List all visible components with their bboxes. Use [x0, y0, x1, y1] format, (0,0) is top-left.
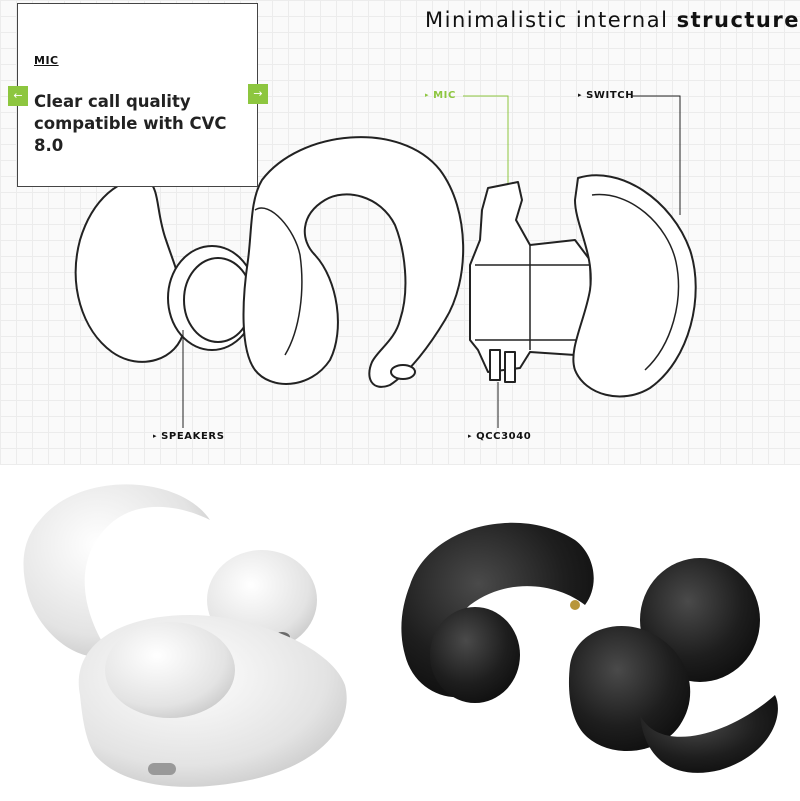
leader-switch: [632, 95, 681, 215]
speaker-driver: [167, 245, 257, 351]
prev-arrow-icon[interactable]: ←: [8, 86, 28, 106]
callout-mic: ▸MIC: [425, 90, 456, 101]
black-earbud-photo: [401, 522, 778, 773]
outer-shell-left: [74, 178, 187, 363]
callout-speakers: ▸SPEAKERS: [153, 431, 225, 442]
callout-qcc3040: ▸QCC3040: [468, 431, 532, 442]
white-earbud-photo: [23, 484, 347, 787]
exploded-earbud-diagram: [74, 95, 697, 428]
callout-switch: ▸SWITCH: [578, 90, 635, 101]
mic-chip-module: [469, 181, 593, 373]
leader-mic: [463, 95, 509, 183]
product-photos: [23, 484, 778, 787]
card-description: Clear call quality compatible with CVC 8…: [34, 92, 227, 155]
main-c-shell: [242, 136, 465, 388]
inner-shell-right: [572, 174, 697, 398]
page-title: Minimalistic internal structure: [425, 8, 800, 32]
feature-card: MIC Clear call quality compatible with C…: [17, 3, 258, 187]
next-arrow-icon[interactable]: →: [248, 84, 268, 104]
card-label: MIC: [34, 54, 59, 67]
